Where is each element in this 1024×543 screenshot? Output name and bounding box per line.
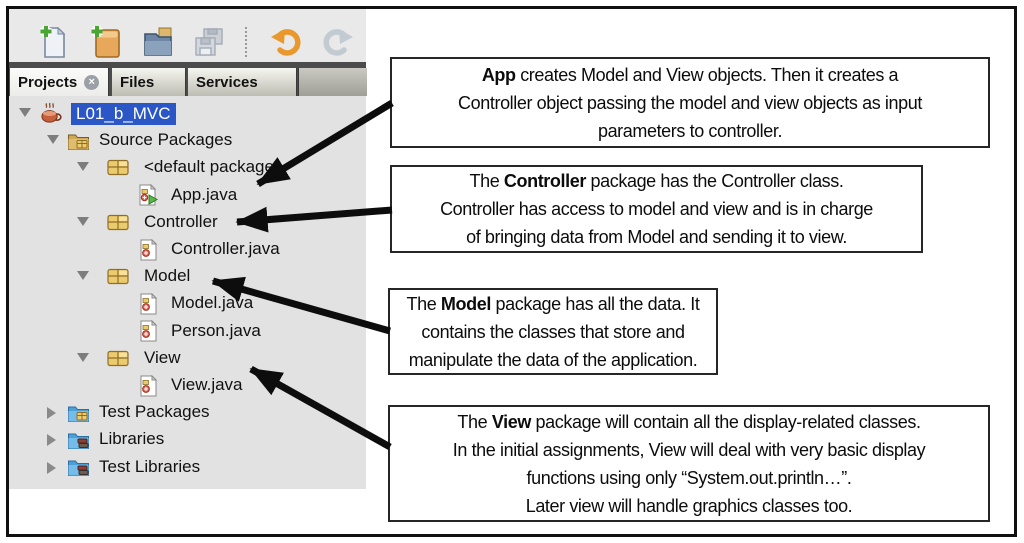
callout-text-line: contains the classes that store and: [421, 321, 685, 342]
tab-label: Projects: [18, 73, 78, 91]
undo-button[interactable]: [269, 25, 305, 63]
tree-item-label[interactable]: Model: [144, 266, 191, 286]
libraries-folder-icon: [67, 428, 90, 451]
chevron-collapsed-icon[interactable]: [47, 434, 56, 447]
package-icon: [106, 265, 129, 288]
callout-app-java: App creates Model and View objects. Then…: [390, 57, 990, 148]
new-project-icon: [89, 24, 121, 65]
chevron-expanded-icon[interactable]: [47, 135, 59, 145]
tree-item-label[interactable]: <default package>: [144, 157, 284, 177]
test-packages-folder-icon: [67, 401, 90, 424]
new-file-button[interactable]: [35, 25, 71, 63]
callout-text-line: Later view will handle graphics classes …: [525, 495, 853, 516]
save-all-button[interactable]: [191, 25, 227, 63]
chevron-expanded-icon[interactable]: [77, 352, 89, 362]
chevron-expanded-icon[interactable]: [77, 162, 89, 172]
redo-button[interactable]: [319, 25, 355, 63]
open-project-icon: [142, 25, 176, 64]
callout-text-line: manipulate the data of the application.: [408, 349, 698, 370]
chevron-expanded-icon[interactable]: [77, 216, 89, 226]
source-packages-folder-icon: [67, 129, 90, 152]
tree-row-controller[interactable]: Controller: [9, 209, 366, 236]
callout-text-line: parameters to controller.: [597, 120, 783, 141]
tree-row-view[interactable]: View: [9, 345, 366, 372]
close-icon[interactable]: ×: [84, 74, 100, 90]
tree-row-libraries[interactable]: Libraries: [9, 426, 366, 453]
tab-services[interactable]: Services: [188, 68, 297, 96]
callout-controller: The Controller package has the Controlle…: [390, 165, 923, 253]
tree-row-test-libraries[interactable]: Test Libraries: [9, 454, 366, 481]
tab-label: Files: [120, 73, 155, 91]
tree-row-app-java[interactable]: App.java: [9, 182, 366, 209]
callout-text-line: Controller object passing the model and …: [458, 92, 922, 113]
tree-item-label[interactable]: L01_b_MVC: [71, 103, 176, 125]
chevron-expanded-icon[interactable]: [77, 271, 89, 281]
tree-item-label[interactable]: Libraries: [99, 429, 165, 449]
package-icon: [106, 211, 129, 234]
open-project-button[interactable]: [141, 25, 177, 63]
chevron-expanded-icon[interactable]: [19, 108, 31, 117]
tree-item-label[interactable]: Test Packages: [99, 402, 210, 422]
tree-row-controller-java[interactable]: Controller.java: [9, 236, 366, 263]
undo-icon: [270, 25, 304, 64]
callout-text-line: functions using only “System.out.println…: [526, 467, 852, 488]
tree-item-label[interactable]: Controller: [144, 211, 218, 231]
tree-row-view-java[interactable]: View.java: [9, 372, 366, 399]
new-project-button[interactable]: [87, 25, 123, 63]
ide-toolbar: [9, 9, 366, 62]
tree-row-source-packages[interactable]: Source Packages: [9, 127, 366, 154]
tree-item-label[interactable]: Model.java: [171, 293, 254, 313]
callout-model: The Model package has all the data. It co…: [388, 288, 718, 375]
tree-item-label[interactable]: Person.java: [171, 320, 261, 340]
libraries-folder-icon: [67, 456, 90, 479]
projects-tree-panel: L01_b_MVC Source Packages <default package…: [9, 96, 366, 489]
callout-text-line: App creates Model and View objects. Then…: [481, 64, 899, 85]
tree-item-label[interactable]: View: [144, 347, 181, 367]
java-class-icon: [137, 238, 160, 261]
tab-label: Services: [196, 73, 258, 91]
toolbar-separator: [245, 27, 247, 57]
tab-strip: Projects × Files Services: [9, 62, 367, 96]
callout-text-line: Controller has access to model and view …: [440, 199, 873, 219]
tree-item-label[interactable]: Test Libraries: [99, 456, 201, 476]
tree-item-label[interactable]: Source Packages: [99, 130, 233, 150]
callout-text-line: of bringing data from Model and sending …: [466, 227, 847, 247]
java-class-icon: [137, 374, 160, 397]
tab-strip-filler: [298, 68, 367, 96]
redo-icon: [320, 25, 354, 64]
tree-item-label[interactable]: App.java: [171, 184, 238, 204]
tree-row--default-package-[interactable]: <default package>: [9, 154, 366, 181]
package-icon: [106, 156, 129, 179]
tree-row-l01-b-mvc[interactable]: L01_b_MVC: [9, 100, 366, 127]
chevron-collapsed-icon[interactable]: [47, 461, 56, 474]
tree-row-person-java[interactable]: Person.java: [9, 318, 366, 345]
callout-text-line: The View package will contain all the di…: [457, 411, 921, 432]
java-class-icon: [137, 320, 160, 343]
callout-text-line: In the initial assignments, View will de…: [452, 439, 926, 460]
callout-text-line: The Model package has all the data. It: [406, 293, 700, 314]
java-class-icon: [137, 292, 160, 315]
tree-row-model-java[interactable]: Model.java: [9, 290, 366, 317]
tree-item-label[interactable]: Controller.java: [171, 239, 280, 258]
package-icon: [106, 347, 129, 370]
tree-item-label[interactable]: View.java: [171, 375, 243, 394]
tree-row-model[interactable]: Model: [9, 263, 366, 290]
callout-text-line: The Controller package has the Controlle…: [469, 171, 844, 191]
tree-row-test-packages[interactable]: Test Packages: [9, 399, 366, 426]
chevron-collapsed-icon[interactable]: [47, 407, 56, 420]
tab-files[interactable]: Files: [112, 68, 186, 96]
callout-view: The View package will contain all the di…: [388, 405, 990, 522]
tab-projects[interactable]: Projects ×: [10, 68, 109, 96]
save-all-icon: [192, 25, 226, 64]
java-project-icon: [39, 102, 62, 125]
java-main-class-icon: [137, 184, 160, 207]
new-file-icon: [38, 24, 68, 65]
